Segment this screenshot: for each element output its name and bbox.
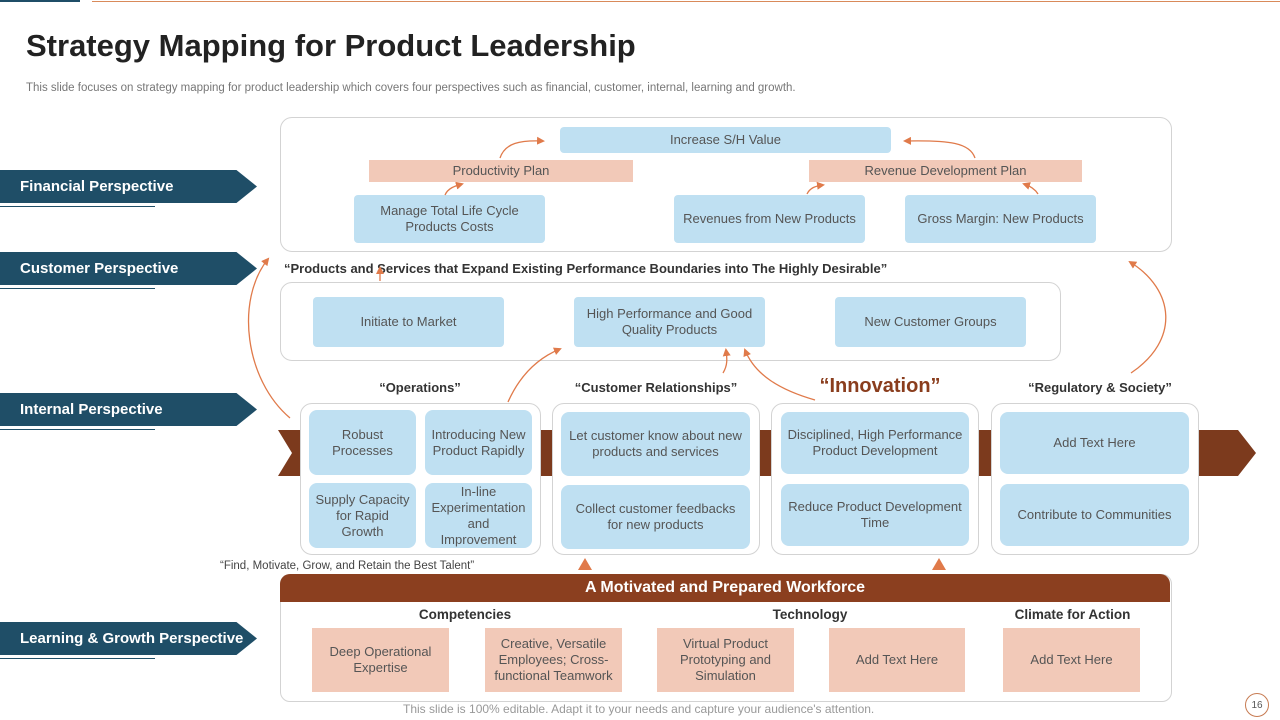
increase-sh-value-box: Increase S/H Value (560, 127, 891, 153)
talent-quote: “Find, Motivate, Grow, and Retain the Be… (220, 560, 475, 572)
technology-heading: Technology (772, 607, 848, 622)
page-title: Strategy Mapping for Product Leadership (26, 28, 636, 63)
regulatory-add-text-box: Add Text Here (1000, 412, 1189, 474)
disciplined-development-box: Disciplined, High Performance Product De… (781, 412, 969, 474)
customer-relationships-label: “Customer Relationships” (574, 380, 738, 395)
revenues-new-products-box: Revenues from New Products (674, 195, 865, 243)
technology-add-text-box: Add Text Here (829, 628, 965, 692)
reduce-development-time-box: Reduce Product Development Time (781, 484, 969, 546)
new-customer-groups-box: New Customer Groups (835, 297, 1026, 347)
introducing-new-product-box: Introducing New Product Rapidly (425, 410, 532, 475)
deep-expertise-box: Deep Operational Expertise (312, 628, 449, 692)
customer-quote: “Products and Services that Expand Exist… (284, 261, 888, 276)
internal-perspective-label: Internal Perspective (0, 393, 257, 426)
financial-perspective-label: Financial Perspective (0, 170, 257, 203)
let-customer-know-box: Let customer know about new products and… (561, 412, 750, 476)
creative-employees-box: Creative, Versatile Employees; Cross-fun… (485, 628, 622, 692)
customer-perspective-label: Customer Perspective (0, 252, 257, 285)
regulatory-label: “Regulatory & Society” (1028, 380, 1172, 395)
productivity-plan-box: Productivity Plan (369, 160, 633, 182)
workforce-header: A Motivated and Prepared Workforce (280, 574, 1170, 602)
financial-perspective-underline (0, 206, 155, 207)
learning-perspective-label: Learning & Growth Perspective (0, 622, 257, 655)
page-number: 16 (1245, 693, 1269, 717)
top-accent-line (0, 0, 80, 2)
operations-label: “Operations” (379, 380, 461, 395)
gross-margin-box: Gross Margin: New Products (905, 195, 1096, 243)
top-divider-line (92, 1, 1280, 2)
arrow-up-relationships (578, 558, 592, 570)
internal-perspective-underline (0, 429, 155, 430)
arrow-up-innovation (932, 558, 946, 570)
climate-heading: Climate for Action (1014, 607, 1131, 622)
competencies-heading: Competencies (418, 607, 512, 622)
climate-add-text-box: Add Text Here (1003, 628, 1140, 692)
learning-perspective-underline (0, 658, 155, 659)
inline-experimentation-box: In-line Experimentation and Improvement (425, 483, 532, 548)
high-performance-box: High Performance and Good Quality Produc… (574, 297, 765, 347)
virtual-prototyping-box: Virtual Product Prototyping and Simulati… (657, 628, 794, 692)
customer-perspective-underline (0, 288, 155, 289)
robust-processes-box: Robust Processes (309, 410, 416, 475)
collect-feedbacks-box: Collect customer feedbacks for new produ… (561, 485, 750, 549)
manage-costs-box: Manage Total Life Cycle Products Costs (354, 195, 545, 243)
initiate-to-market-box: Initiate to Market (313, 297, 504, 347)
footer-note: This slide is 100% editable. Adapt it to… (403, 702, 875, 716)
revenue-development-plan-box: Revenue Development Plan (809, 160, 1082, 182)
innovation-label: “Innovation” (819, 375, 941, 397)
supply-capacity-box: Supply Capacity for Rapid Growth (309, 483, 416, 548)
contribute-communities-box: Contribute to Communities (1000, 484, 1189, 546)
page-subtitle: This slide focuses on strategy mapping f… (26, 82, 796, 94)
arrow-regulatory-to-financial (1128, 260, 1167, 374)
